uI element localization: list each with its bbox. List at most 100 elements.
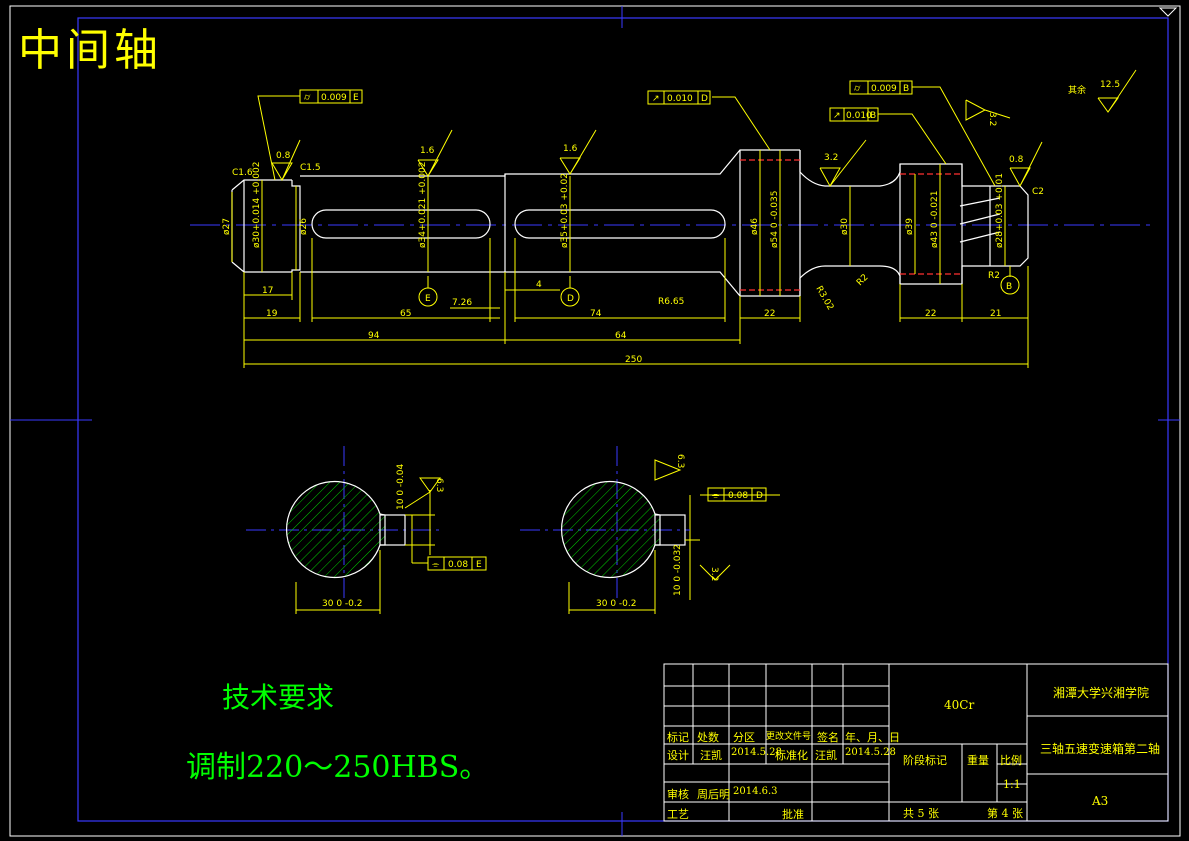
svg-text:7.26: 7.26 [452,298,472,308]
svg-text:C2: C2 [1032,187,1044,197]
svg-text:3.2: 3.2 [709,567,719,581]
svg-text:65: 65 [400,309,411,319]
svg-text:30 0 -0.2: 30 0 -0.2 [322,599,362,609]
section-view-e [246,446,440,614]
svg-text:17: 17 [262,286,273,296]
svg-text:E: E [476,560,482,570]
svg-text:B: B [1006,282,1012,292]
svg-text:⌯: ⌯ [432,560,440,570]
tb-review-label: 审核 [667,788,689,801]
drawing-title: 中间轴 [18,25,162,76]
svg-text:E: E [425,294,431,304]
svg-text:ø35+0.03 +0.02: ø35+0.03 +0.02 [560,173,570,248]
svg-text:1.6: 1.6 [563,144,578,154]
tolerance-frame-sym-d: ⌯ 0.08 D [707,487,767,502]
svg-text:D: D [701,94,708,104]
roughness-note-label: 其余 [1068,84,1086,96]
tolerance-frame-runout-b2: ↗ 0.010 B [829,107,879,122]
svg-text:ø54 0 -0.035: ø54 0 -0.035 [770,191,780,248]
svg-text:D: D [567,294,574,304]
tb-header-zone: 分区 [733,731,755,744]
svg-text:B: B [870,111,876,121]
svg-text:21: 21 [990,309,1001,319]
svg-text:0.08: 0.08 [728,491,748,501]
tb-design-date: 2014.5.28 [731,747,782,758]
tolerance-frame-runout-e: ⌭ 0.009 E [299,89,363,104]
drawing-name: 三轴五速变速箱第二轴 [1040,742,1161,756]
svg-text:10 0 -0.04: 10 0 -0.04 [396,464,406,510]
svg-text:R2: R2 [855,273,871,289]
tb-standard-date: 2014.5.28 [845,747,896,758]
svg-text:1.6: 1.6 [420,146,435,156]
sheet-number: 第 4 张 [987,807,1023,820]
tb-header-date: 年、月、日 [845,731,900,744]
school-name: 湘潭大学兴湘学院 [1053,686,1150,700]
tb-process-label: 工艺 [667,808,689,821]
svg-text:⌯: ⌯ [712,491,720,501]
svg-text:C1.6: C1.6 [232,168,253,178]
tb-header-sign: 签名 [817,731,839,744]
outer-border [9,5,1181,837]
svg-text:74: 74 [590,309,602,319]
tb-review-date: 2014.6.3 [733,786,778,797]
tech-requirements-text: 调制220～250HBS。 [186,750,490,785]
svg-text:ø30: ø30 [840,218,850,235]
roughness-symbols [271,69,1137,581]
svg-text:C1.5: C1.5 [300,163,321,173]
stage-mark: 阶段标记 [903,754,947,767]
svg-text:⌭: ⌭ [854,84,861,94]
tb-design-name: 汪凯 [700,749,722,762]
svg-text:ø46: ø46 [750,218,760,235]
svg-text:22: 22 [764,309,775,319]
tolerance-frames: ⌭ 0.009 E ↗ 0.010 D ⌭ 0.009 B ↗ 0.010 B [299,80,913,571]
tb-design-label: 设计 [667,749,689,762]
tb-standard-name: 汪凯 [815,749,837,762]
svg-text:↗: ↗ [652,94,660,104]
svg-text:6.3: 6.3 [675,454,685,468]
tb-header-count: 处数 [697,731,719,744]
weight-label: 重量 [967,754,989,767]
material: 40Cr [944,698,975,712]
svg-text:0.8: 0.8 [276,151,291,161]
total-sheets: 共 5 张 [903,807,939,820]
svg-text:0.009: 0.009 [321,93,347,103]
scale-value: 1:1 [1003,778,1021,791]
tolerance-frame-runout-d: ↗ 0.010 D [647,90,711,105]
svg-text:0.010: 0.010 [846,111,872,121]
svg-text:ø30+0.014 +0.002: ø30+0.014 +0.002 [252,162,262,248]
tb-header-change: 更改文件号 [766,732,812,742]
svg-text:94: 94 [368,331,380,341]
datum-symbols [418,266,1020,307]
svg-text:250: 250 [625,355,642,365]
svg-text:D: D [756,491,763,501]
svg-text:0.08: 0.08 [448,560,468,570]
length-dim-lines [243,238,1029,368]
svg-text:ø26: ø26 [299,218,309,235]
svg-text:3.2: 3.2 [824,153,838,163]
svg-text:E: E [353,93,359,103]
scale-label: 比例 [1000,754,1022,767]
svg-text:R3.02: R3.02 [813,285,835,313]
tb-review-name: 周后明 [697,788,730,801]
svg-text:B: B [903,84,909,94]
tech-requirements-heading: 技术要求 [222,681,335,714]
svg-text:⌭: ⌭ [304,93,311,103]
svg-text:10 0 -0.032: 10 0 -0.032 [673,544,683,596]
tb-header-mark: 标记 [667,731,689,744]
svg-text:30 0 -0.2: 30 0 -0.2 [596,599,636,609]
svg-text:3.2: 3.2 [987,112,997,126]
tolerance-frame-sym-e: ⌯ 0.08 E [427,556,487,571]
svg-text:22: 22 [925,309,936,319]
tb-standard-label: 标准化 [775,749,808,762]
svg-text:ø39: ø39 [905,218,915,235]
svg-text:19: 19 [266,309,278,319]
shaft-outline [231,149,1029,297]
title-block-grid [663,663,1169,822]
svg-text:0.8: 0.8 [1009,155,1024,165]
svg-text:4: 4 [536,280,542,290]
svg-text:ø27: ø27 [222,218,232,235]
svg-text:ø28+0.03 +0.01: ø28+0.03 +0.01 [995,173,1005,248]
svg-text:6.3: 6.3 [434,478,444,492]
svg-text:↗: ↗ [833,111,841,121]
